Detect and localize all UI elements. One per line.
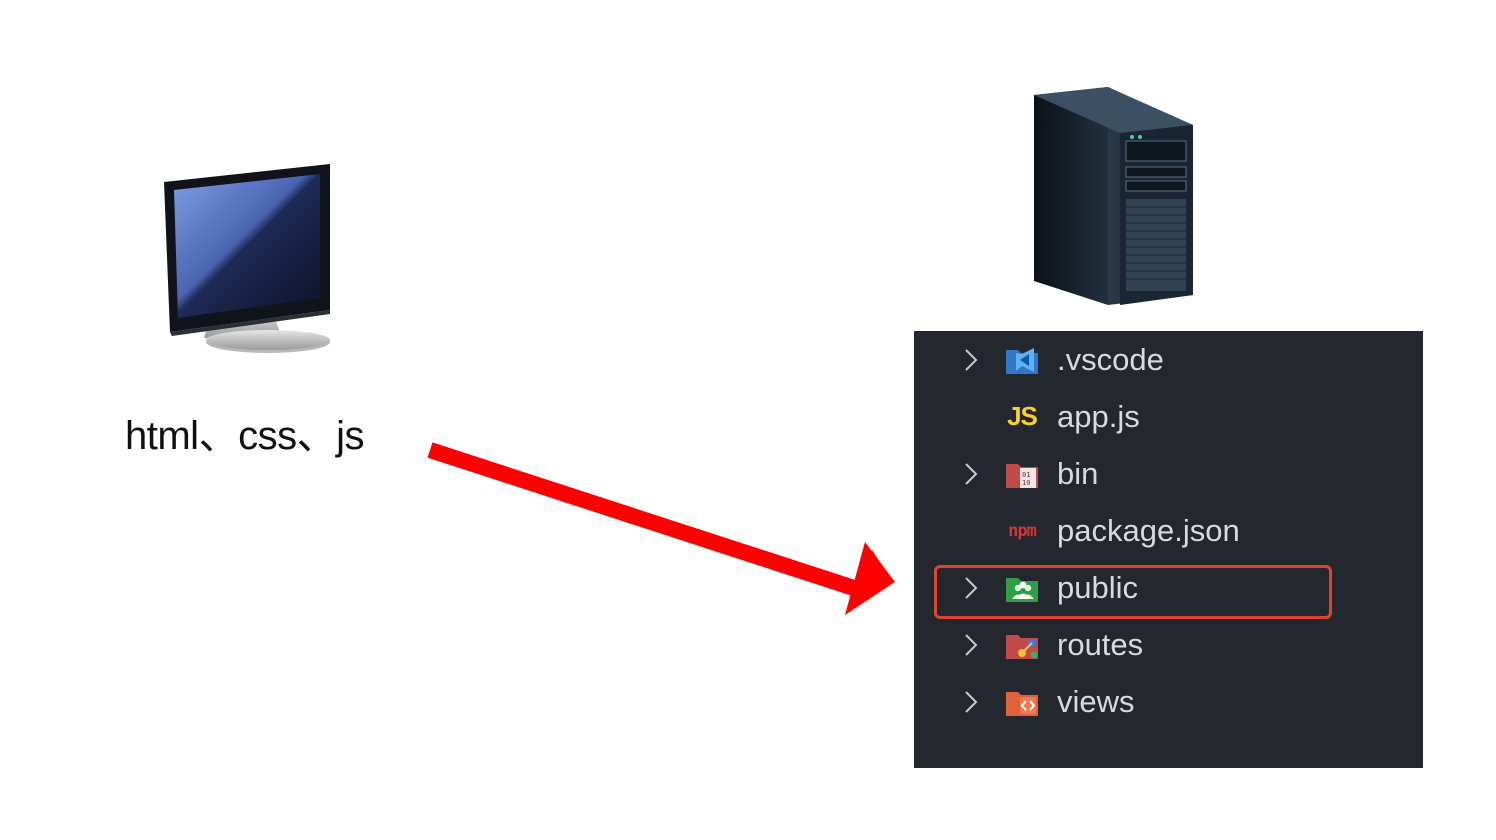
deploy-arrow (427, 442, 895, 615)
tree-item-vscode[interactable]: .vscode (914, 331, 1423, 388)
npm-badge: npm (1008, 520, 1037, 541)
chevron-right-icon[interactable] (962, 461, 980, 487)
tree-item-label: app.js (1057, 398, 1140, 434)
tree-item-app-js[interactable]: JS app.js (914, 388, 1423, 445)
tree-item-package-json[interactable]: npm package.json (914, 502, 1423, 559)
npm-file-icon: npm (1004, 515, 1040, 547)
server-tower-icon (1034, 87, 1193, 305)
tree-item-views[interactable]: views (914, 673, 1423, 730)
tree-item-label: .vscode (1057, 341, 1164, 377)
svg-text:10: 10 (1022, 479, 1030, 487)
svg-text:01: 01 (1022, 471, 1030, 479)
tree-item-label: bin (1057, 455, 1099, 491)
tree-item-label: public (1057, 569, 1138, 605)
public-folder-highlight (934, 565, 1332, 619)
chevron-right-icon[interactable] (962, 347, 980, 373)
tree-item-public[interactable]: public (914, 559, 1423, 616)
binary-folder-icon: 01 10 (1004, 458, 1040, 490)
routes-folder-icon (1004, 629, 1040, 661)
chevron-right-icon[interactable] (962, 689, 980, 715)
file-explorer-panel: .vscode JS app.js 01 10 bin npm package.… (914, 331, 1423, 768)
client-tech-label: html、css、js (125, 414, 364, 458)
js-badge: JS (1007, 401, 1038, 431)
views-folder-icon (1004, 686, 1040, 718)
tree-item-label: package.json (1057, 512, 1240, 548)
chevron-right-icon[interactable] (962, 575, 980, 601)
client-monitor-icon (164, 164, 330, 353)
tree-item-label: views (1057, 683, 1135, 719)
chevron-right-icon[interactable] (962, 632, 980, 658)
tree-item-routes[interactable]: routes (914, 616, 1423, 673)
public-folder-icon (1004, 572, 1040, 604)
tree-item-bin[interactable]: 01 10 bin (914, 445, 1423, 502)
tree-item-label: routes (1057, 626, 1144, 662)
javascript-file-icon: JS (1004, 401, 1040, 433)
vscode-folder-icon (1004, 344, 1040, 376)
